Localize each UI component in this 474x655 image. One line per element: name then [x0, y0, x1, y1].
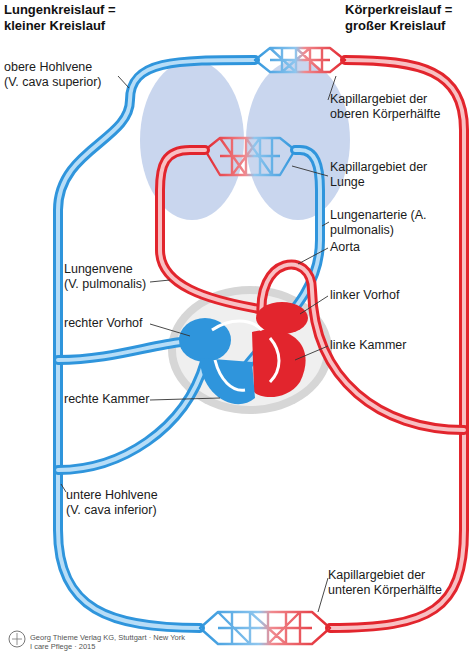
- heart-vessels-part: [58, 362, 205, 470]
- heart-chambers-part: [270, 338, 279, 382]
- heart-chambers-part: [215, 360, 245, 390]
- vessel-label: Lungenarterie (A. pulmonalis): [330, 208, 430, 238]
- chamber-label: linke Kammer: [330, 338, 450, 353]
- copyright-note: Georg Thieme Verlag KG, Stuttgart · New …: [30, 633, 240, 642]
- heart-chambers-part: [212, 321, 262, 330]
- leader-lines-part: [298, 248, 328, 264]
- capillary-net-part: [205, 138, 295, 175]
- heart-vessels-part: [160, 150, 265, 310]
- leader-lines-part: [295, 346, 328, 360]
- body-circuit-vessels-part: [330, 60, 464, 628]
- circuit-heading: Körperkreislauf = großer Kreislauf: [345, 2, 470, 33]
- vessel-label: Aorta: [330, 240, 430, 255]
- leader-lines-part: [318, 578, 328, 612]
- heart-chambers-part: [256, 302, 308, 334]
- heart-chambers-part: [200, 358, 255, 404]
- chamber-label: linker Vorhof: [330, 288, 450, 303]
- body-circuit-vessels: [58, 60, 464, 628]
- body-circuit-vessels-part: [330, 60, 464, 628]
- leader-lines-part: [150, 398, 220, 400]
- heart-vessels-part: [160, 150, 265, 310]
- capillary-net-part: [255, 48, 345, 72]
- vessel-label: Lungenvene (V. pulmonalis): [64, 262, 150, 292]
- circuit-heading: Lungenkreislauf = kleiner Kreislauf: [4, 2, 144, 33]
- heart-vessels: [58, 150, 464, 470]
- leader-lines-part: [118, 76, 129, 88]
- heart-vessels-part: [58, 342, 182, 360]
- publisher-logo-part: [9, 631, 25, 647]
- publisher-logo-part: [12, 633, 22, 645]
- vessel-label: obere Hohlvene (V. cava superior): [4, 60, 110, 90]
- leader-lines-part: [292, 166, 328, 176]
- publisher-logo: [9, 631, 25, 647]
- chamber-label: rechter Vorhof: [64, 316, 164, 331]
- capillary-label: Kapillargebiet der oberen Körperhälfte: [330, 92, 446, 122]
- leader-lines-part: [150, 324, 190, 336]
- heart-vessels-part: [58, 362, 205, 470]
- lung-shapes-part: [246, 60, 350, 220]
- chamber-label: rechte Kammer: [64, 392, 164, 407]
- heart-chambers: [179, 302, 308, 404]
- vessel-label: untere Hohlvene (V. cava inferior): [66, 488, 166, 518]
- capillary-label: Kapillargebiet der Lunge: [330, 160, 446, 190]
- capillary-net-part: [200, 612, 330, 644]
- leader-lines-part: [150, 280, 170, 282]
- heart-vessels-part: [58, 342, 182, 360]
- copyright-note: I care Pflege · 2015: [30, 642, 240, 651]
- leader-lines-part: [322, 222, 329, 226]
- leader-lines-part: [61, 484, 66, 492]
- capillary-label: Kapillargebiet der unteren Körperhälfte: [328, 568, 446, 598]
- leader-lines: [61, 76, 336, 612]
- heart-chambers-part: [252, 330, 306, 397]
- leader-lines-part: [300, 296, 328, 314]
